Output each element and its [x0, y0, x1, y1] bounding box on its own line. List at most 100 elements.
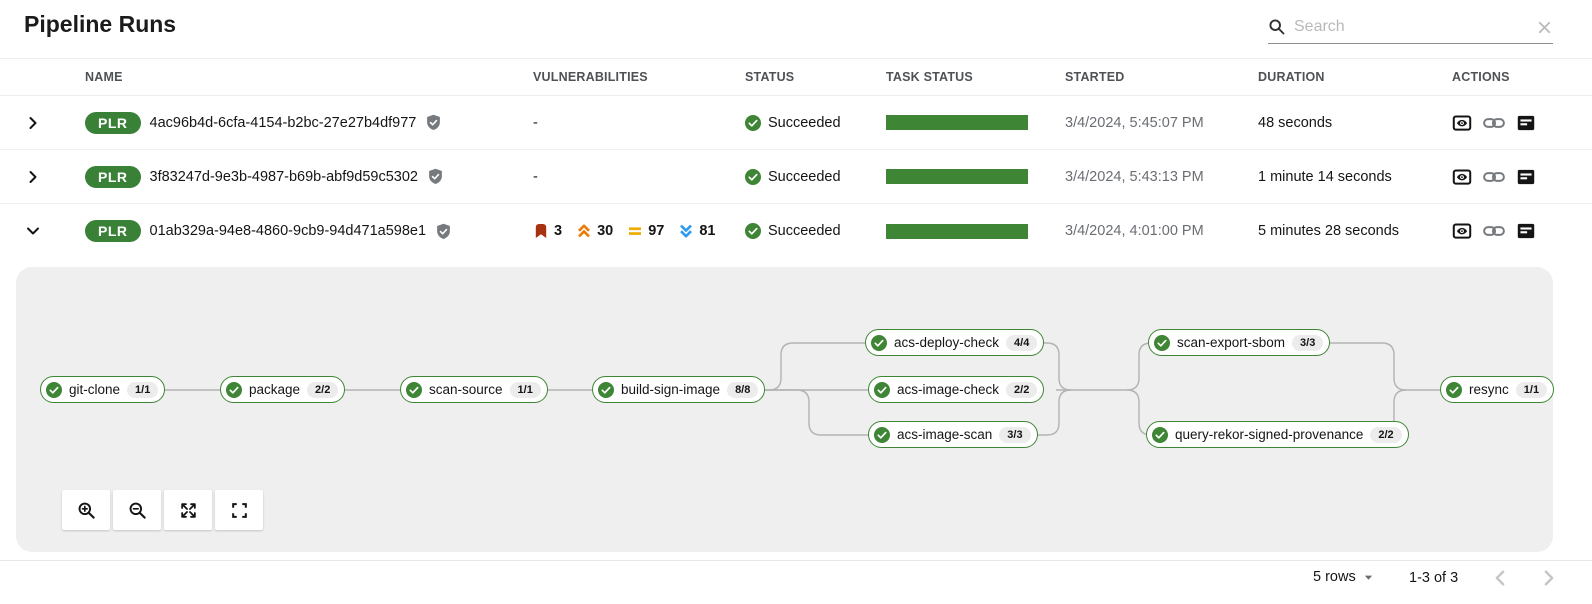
task-node-query-rekor-signed-provenance[interactable]: query-rekor-signed-provenance 2/2	[1146, 421, 1409, 448]
column-header-duration: DURATION	[1258, 70, 1325, 84]
task-node-acs-deploy-check[interactable]: acs-deploy-check 4/4	[865, 329, 1045, 356]
task-step-count: 2/2	[307, 381, 339, 398]
expand-row-button[interactable]	[21, 111, 45, 135]
medium-vulnerabilities: 97	[627, 223, 664, 239]
plr-badge: PLR	[85, 111, 141, 134]
actions-cell	[1452, 113, 1592, 133]
task-succeeded-icon	[1446, 382, 1462, 398]
actions-cell	[1452, 167, 1592, 187]
link-icon	[1483, 169, 1505, 185]
search-box	[1268, 11, 1553, 44]
zoom-in-icon	[77, 501, 96, 520]
view-logs-button[interactable]	[1516, 167, 1536, 187]
chevron-right-icon	[25, 115, 41, 131]
pipeline-run-name[interactable]: 3f83247d-9e3b-4987-b69b-abf9d59c5302	[149, 168, 418, 185]
status-label: Succeeded	[768, 114, 841, 131]
task-status-bar	[886, 223, 1028, 239]
chevron-down-icon	[25, 223, 41, 239]
view-output-button[interactable]	[1452, 167, 1472, 187]
next-page-button[interactable]	[1535, 564, 1563, 592]
task-step-count: 8/8	[727, 381, 759, 398]
vulnerabilities-value: -	[533, 168, 538, 185]
copy-link-button[interactable]	[1483, 115, 1505, 131]
critical-vulnerabilities: 3	[533, 223, 562, 239]
table-row: PLR 01ab329a-94e8-4860-9cb9-94d471a598e1…	[0, 204, 1592, 258]
task-step-count: 1/1	[127, 381, 159, 398]
task-step-count: 3/3	[999, 426, 1031, 443]
fit-to-screen-button[interactable]	[164, 490, 212, 530]
collapse-row-button[interactable]	[21, 219, 45, 243]
logs-icon	[1516, 167, 1536, 187]
previous-page-button[interactable]	[1486, 564, 1514, 592]
zoom-out-button[interactable]	[113, 490, 161, 530]
column-header-status: STATUS	[745, 70, 795, 84]
succeeded-icon	[745, 169, 761, 185]
expand-row-button[interactable]	[21, 165, 45, 189]
table-row: PLR 3f83247d-9e3b-4987-b69b-abf9d59c5302…	[0, 150, 1592, 204]
footer-divider	[0, 560, 1592, 561]
started-timestamp: 3/4/2024, 5:45:07 PM	[1065, 114, 1204, 131]
task-node-scan-source[interactable]: scan-source 1/1	[400, 376, 548, 403]
severity-critical-icon	[533, 223, 549, 239]
started-timestamp: 3/4/2024, 5:43:13 PM	[1065, 168, 1204, 185]
task-succeeded-icon	[46, 382, 62, 398]
low-vulnerabilities: 81	[678, 223, 716, 239]
page-title: Pipeline Runs	[24, 11, 177, 37]
task-succeeded-icon	[874, 382, 890, 398]
rows-per-page-select[interactable]: 5 rows	[1313, 569, 1374, 585]
vulnerabilities-value: -	[533, 114, 538, 131]
column-header-task-status: TASK STATUS	[886, 70, 973, 84]
severity-low-icon	[678, 223, 694, 239]
task-succeeded-icon	[871, 335, 887, 351]
pipeline-run-name[interactable]: 4ac96b4d-6cfa-4154-b2bc-27e27b4df977	[149, 114, 417, 131]
copy-link-button[interactable]	[1483, 169, 1505, 185]
status-cell: Succeeded	[745, 168, 886, 185]
copy-link-button[interactable]	[1483, 223, 1505, 239]
task-succeeded-icon	[598, 382, 614, 398]
view-logs-button[interactable]	[1516, 113, 1536, 133]
zoom-out-icon	[128, 501, 147, 520]
signed-shield-icon	[435, 223, 452, 240]
duration-value: 48 seconds	[1258, 114, 1333, 131]
zoom-in-button[interactable]	[62, 490, 110, 530]
task-step-count: 4/4	[1006, 334, 1038, 351]
task-step-count: 1/1	[509, 381, 541, 398]
task-node-scan-export-sbom[interactable]: scan-export-sbom 3/3	[1148, 329, 1331, 356]
task-node-build-sign-image[interactable]: build-sign-image 8/8	[592, 376, 766, 403]
task-succeeded-icon	[1152, 427, 1168, 443]
high-vulnerabilities: 30	[576, 223, 613, 239]
reset-view-button[interactable]	[215, 490, 263, 530]
task-node-acs-image-check[interactable]: acs-image-check 2/2	[868, 376, 1045, 403]
view-logs-button[interactable]	[1516, 221, 1536, 241]
page-range: 1-3 of 3	[1409, 570, 1459, 586]
signed-shield-icon	[427, 168, 444, 185]
search-input[interactable]	[1294, 18, 1528, 36]
task-step-count: 2/2	[1370, 426, 1402, 443]
status-cell: Succeeded	[745, 223, 886, 239]
task-step-count: 1/1	[1515, 381, 1548, 398]
pipeline-run-name[interactable]: 01ab329a-94e8-4860-9cb9-94d471a598e1	[149, 223, 427, 239]
view-output-button[interactable]	[1452, 221, 1472, 241]
view-output-button[interactable]	[1452, 113, 1472, 133]
status-label: Succeeded	[768, 168, 841, 185]
clear-search-icon[interactable]	[1536, 19, 1553, 36]
table-body: PLR 4ac96b4d-6cfa-4154-b2bc-27e27b4df977…	[0, 96, 1592, 258]
table-row: PLR 4ac96b4d-6cfa-4154-b2bc-27e27b4df977…	[0, 96, 1592, 150]
task-node-resync[interactable]: resync 1/1	[1440, 376, 1555, 403]
started-timestamp: 3/4/2024, 4:01:00 PM	[1065, 223, 1204, 239]
severity-medium-icon	[627, 223, 643, 239]
column-header-vulnerabilities: VULNERABILITIES	[533, 70, 648, 84]
task-node-git-clone[interactable]: git-clone 1/1	[40, 376, 166, 403]
task-succeeded-icon	[406, 382, 422, 398]
search-icon	[1268, 18, 1286, 36]
task-status-bar	[886, 115, 1028, 130]
logs-icon	[1516, 221, 1536, 241]
fullscreen-brackets-icon	[230, 501, 249, 520]
task-succeeded-icon	[1154, 335, 1170, 351]
column-header-name: NAME	[85, 70, 123, 84]
status-cell: Succeeded	[745, 114, 886, 131]
pipeline-graph-panel[interactable]: git-clone 1/1 package 2/2 scan-source 1/…	[16, 267, 1555, 552]
task-node-package[interactable]: package 2/2	[220, 376, 346, 403]
task-node-acs-image-scan[interactable]: acs-image-scan 3/3	[868, 421, 1038, 448]
